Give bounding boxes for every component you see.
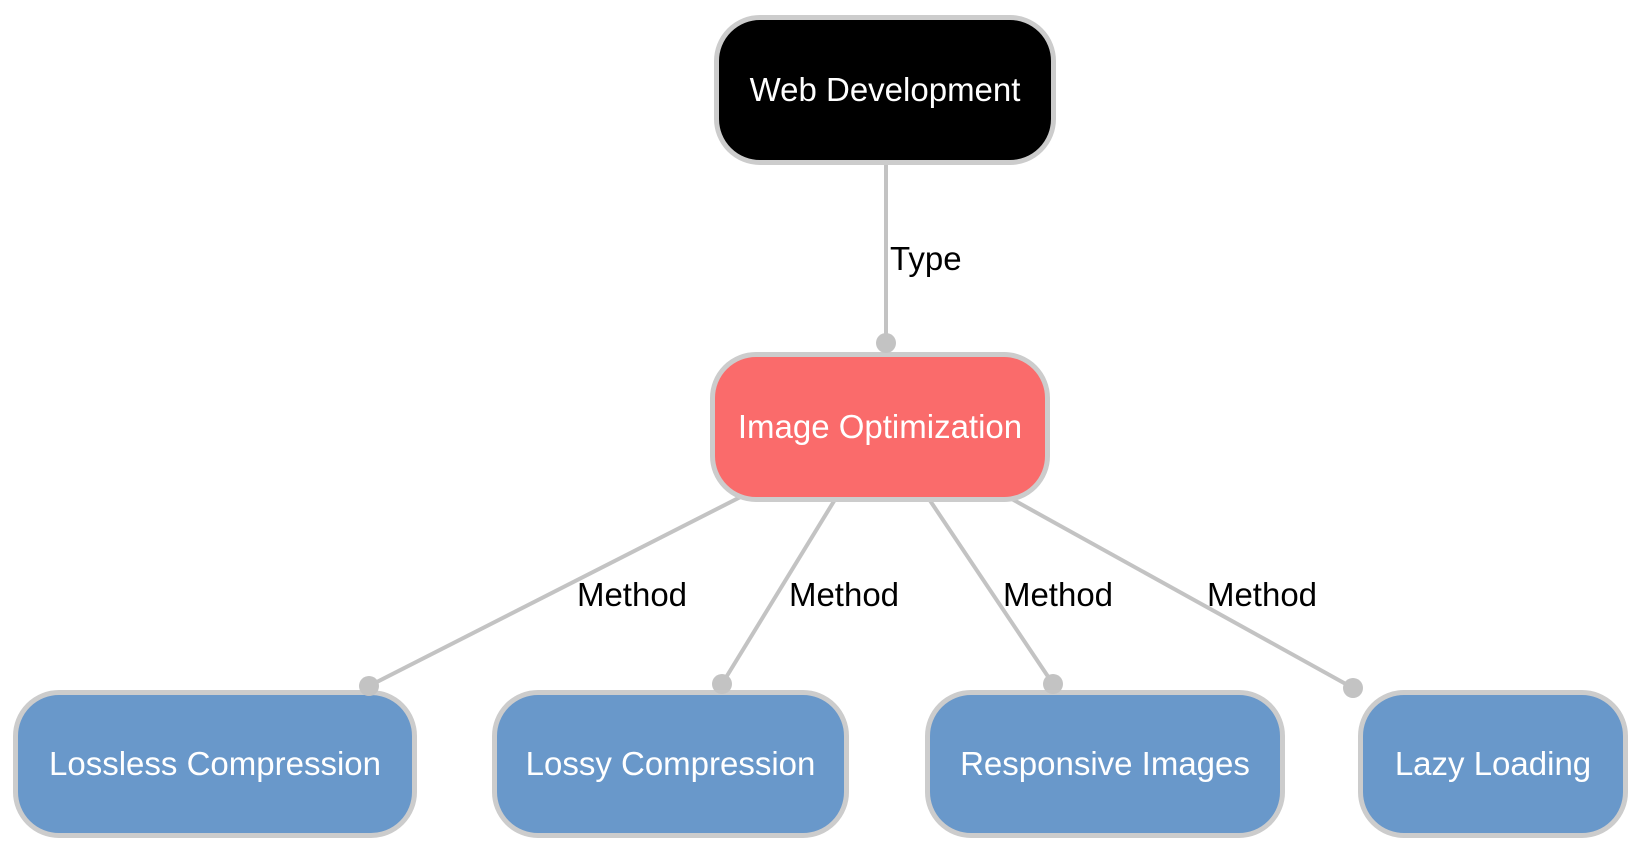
node-lossless-compression[interactable]: Lossless Compression [13,690,417,838]
node-responsive-images[interactable]: Responsive Images [925,690,1285,838]
node-lossy-compression-label: Lossy Compression [525,745,816,782]
node-image-optimization-label: Image Optimization [737,408,1023,445]
node-lossless-compression-label: Lossless Compression [49,745,381,782]
node-lazy-loading[interactable]: Lazy Loading [1358,690,1628,838]
node-image-optimization[interactable]: Image Optimization [710,352,1050,502]
node-lossy-compression[interactable]: Lossy Compression [492,690,849,838]
node-web-development[interactable]: Web Development [714,15,1056,165]
node-web-development-label: Web Development [749,71,1021,108]
node-responsive-images-label: Responsive Images [960,745,1250,782]
node-lazy-loading-label: Lazy Loading [1394,745,1592,782]
